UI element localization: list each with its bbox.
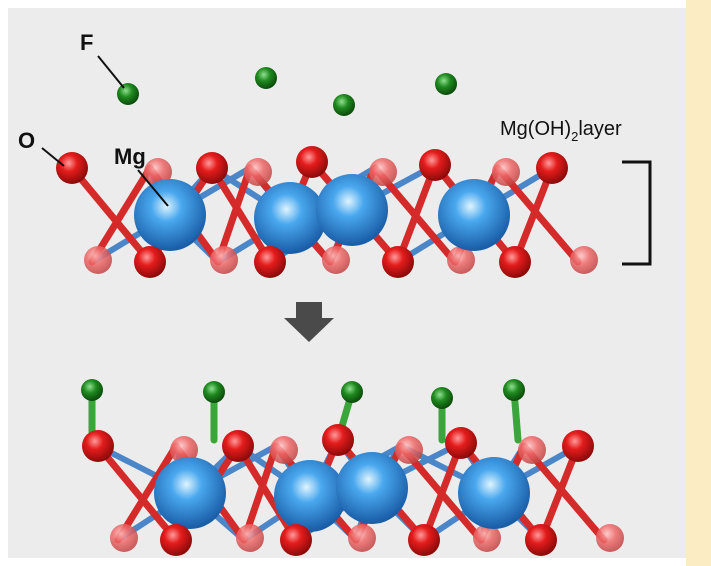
oxygen-atom-back bbox=[210, 246, 238, 274]
f-leader-line bbox=[97, 55, 125, 89]
magnesium-atom bbox=[134, 179, 206, 251]
oxygen-atom-back bbox=[518, 436, 546, 464]
layer-label-suffix: layer bbox=[578, 118, 622, 140]
oxygen-atom bbox=[254, 246, 286, 278]
oxygen-atom-back bbox=[84, 246, 112, 274]
o-o-bond bbox=[208, 164, 274, 266]
oxygen-atom-back bbox=[395, 436, 423, 464]
layer-label-subscript: 2 bbox=[571, 129, 579, 144]
fluorine-atom bbox=[503, 379, 525, 401]
oxygen-atom bbox=[525, 524, 557, 556]
oxygen-atom-back bbox=[110, 524, 138, 552]
oxygen-atom-back bbox=[369, 158, 397, 186]
fluorine-atom bbox=[81, 379, 103, 401]
layer-bracket bbox=[622, 160, 652, 266]
fluorine-atom bbox=[203, 381, 225, 403]
oxygen-atom-back bbox=[322, 246, 350, 274]
oxygen-atom bbox=[56, 152, 88, 184]
oxygen-atom bbox=[280, 524, 312, 556]
oxygen-atom bbox=[408, 524, 440, 556]
fluorine-atom-free bbox=[255, 67, 277, 89]
fluorine-atom bbox=[431, 387, 453, 409]
magnesium-atom bbox=[254, 182, 326, 254]
oxygen-atom bbox=[134, 246, 166, 278]
fluorine-atom bbox=[341, 381, 363, 403]
oxygen-atom bbox=[160, 524, 192, 556]
oxygen-atom bbox=[536, 152, 568, 184]
oxygen-atom bbox=[196, 152, 228, 184]
oxygen-atom-back bbox=[144, 158, 172, 186]
oxygen-atom bbox=[445, 427, 477, 459]
atoms bbox=[56, 67, 624, 556]
magnesium-atom bbox=[154, 457, 226, 529]
oxygen-atom bbox=[499, 246, 531, 278]
oxygen-atom bbox=[296, 146, 328, 178]
oxygen-atom bbox=[222, 430, 254, 462]
oxygen-atom-back bbox=[596, 524, 624, 552]
magnesium-atom bbox=[274, 460, 346, 532]
oxygen-atom bbox=[82, 430, 114, 462]
side-strip bbox=[686, 0, 711, 566]
oxygen-atom-back bbox=[447, 246, 475, 274]
magnesium-atom bbox=[458, 457, 530, 529]
mg-leader-line bbox=[137, 169, 169, 207]
oxygen-atom-back bbox=[170, 436, 198, 464]
fluorine-atom-free bbox=[435, 73, 457, 95]
fluorine-label: F bbox=[80, 30, 94, 55]
magnesium-label: Mg bbox=[114, 144, 146, 169]
fluorine-atom-free bbox=[117, 83, 139, 105]
o-o-bond bbox=[88, 164, 154, 266]
magnesium-atom bbox=[438, 179, 510, 251]
oxygen-atom bbox=[562, 430, 594, 462]
o-o-bond bbox=[420, 439, 465, 544]
magnesium-atom bbox=[316, 174, 388, 246]
fluorine-atom-free bbox=[333, 94, 355, 116]
o-o-bond bbox=[94, 442, 180, 544]
o-o-bond bbox=[68, 164, 154, 266]
oxygen-label: O bbox=[18, 128, 36, 153]
o-leader-line bbox=[41, 147, 65, 167]
oxygen-atom-back bbox=[473, 524, 501, 552]
o-o-bond bbox=[394, 161, 439, 266]
down-arrow bbox=[284, 302, 334, 342]
oxygen-atom-back bbox=[244, 158, 272, 186]
o-o-bond bbox=[234, 442, 300, 544]
oxygen-atom-back bbox=[270, 436, 298, 464]
o-o-bond bbox=[537, 442, 582, 544]
magnesium-atom bbox=[336, 452, 408, 524]
oxygen-atom bbox=[322, 424, 354, 456]
o-o-bond bbox=[114, 442, 180, 544]
oxygen-atom-back bbox=[492, 158, 520, 186]
layer-label-prefix: Mg(OH) bbox=[500, 118, 572, 140]
oxygen-atom-back bbox=[348, 524, 376, 552]
oxygen-atom bbox=[382, 246, 414, 278]
layer-label: Mg(OH)2layer bbox=[500, 118, 622, 144]
oxygen-atom-back bbox=[236, 524, 264, 552]
o-o-bond bbox=[511, 164, 556, 266]
oxygen-atom bbox=[419, 149, 451, 181]
oxygen-atom-back bbox=[570, 246, 598, 274]
